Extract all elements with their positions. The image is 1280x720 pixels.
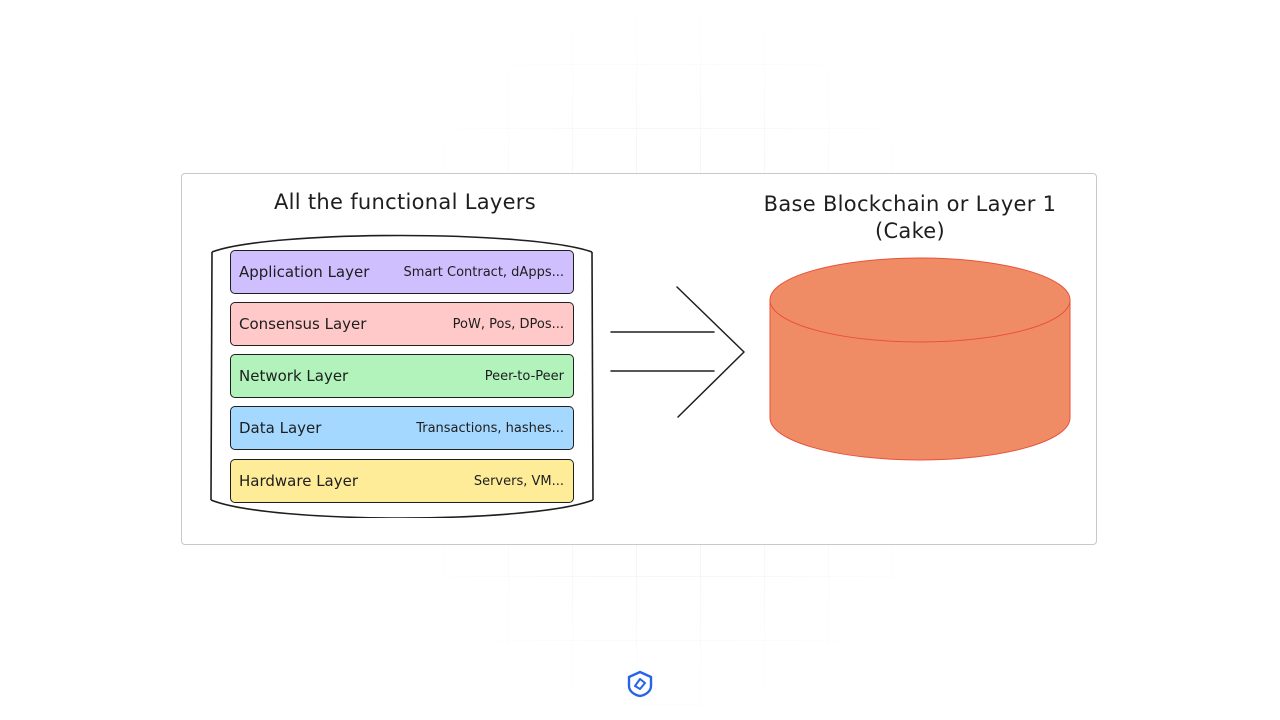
layer-application: Application Layer Smart Contract, dApps.… [230,250,574,294]
layer-name: Network Layer [239,367,349,385]
layer-name: Application Layer [239,263,370,281]
layer-network: Network Layer Peer-to-Peer [230,354,574,398]
arrow-right-icon [610,286,745,418]
layer-name: Consensus Layer [239,315,367,333]
layer-name: Hardware Layer [239,472,359,490]
layer-description: Peer-to-Peer [484,368,564,384]
layer-name: Data Layer [239,419,322,437]
layer-data: Data Layer Transactions, hashes... [230,406,574,450]
layer-description: Transactions, hashes... [416,420,564,436]
shield-logo-icon [627,670,653,698]
layer-description: Smart Contract, dApps... [403,264,564,280]
layer-description: PoW, Pos, DPos... [452,316,564,332]
layer1-cake-cylinder [769,257,1071,461]
base-blockchain-title-line2: (Cake) [874,219,946,243]
functional-layers-title: All the functional Layers [273,190,536,214]
base-blockchain-title: Base Blockchain or Layer 1 (Cake) [720,191,1100,245]
layer-hardware: Hardware Layer Servers, VM... [230,459,574,503]
base-blockchain-title-line1: Base Blockchain or Layer 1 [763,192,1057,216]
layer-stack-cylinder [210,234,594,518]
layer-consensus: Consensus Layer PoW, Pos, DPos... [230,302,574,346]
layer-description: Servers, VM... [473,473,564,489]
